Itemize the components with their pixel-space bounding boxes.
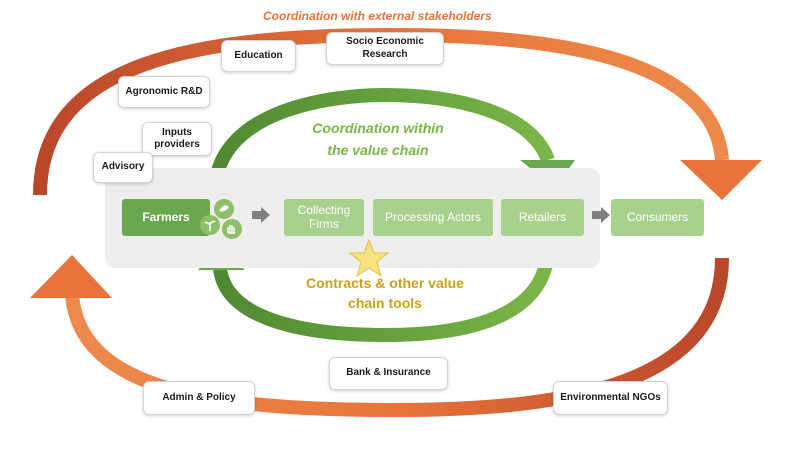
stakeholder-agronomic-rd: Agronomic R&D	[118, 76, 210, 108]
stakeholder-environmental-ngos: Environmental NGOs	[553, 381, 668, 415]
leaf-icon	[214, 199, 234, 219]
internal-title-line1: Coordination within	[312, 120, 444, 136]
socio-line2: Research	[362, 48, 408, 60]
star-icon	[349, 239, 389, 277]
collecting-line1: Collecting	[297, 202, 351, 217]
internal-coordination-title: Coordination within the value chain	[298, 117, 458, 162]
chain-farmers: Farmers	[122, 199, 210, 236]
stakeholder-education: Education	[221, 40, 296, 72]
stakeholder-admin-policy: Admin & Policy	[143, 381, 255, 415]
external-coordination-arrow-bottom	[30, 255, 729, 418]
inputs-line1: Inputs	[161, 126, 192, 138]
contracts-line2: chain tools	[348, 295, 422, 312]
chain-consumers: Consumers	[611, 199, 704, 236]
plant-icon	[200, 215, 220, 235]
internal-title-line2: the value chain	[327, 142, 429, 159]
stakeholder-advisory: Advisory	[93, 152, 153, 183]
contracts-line1: Contracts & other value	[306, 275, 464, 291]
inputs-line2: providers	[154, 139, 200, 150]
contracts-title: Contracts & other value chain tools	[290, 273, 480, 314]
external-coordination-title: Coordination with external stakeholders	[263, 9, 492, 23]
chain-arrow-retailers-to-consumers	[592, 207, 610, 223]
chain-processing-actors: Processing Actors	[373, 199, 493, 236]
collecting-line2: Firms	[308, 216, 339, 231]
chain-retailers: Retailers	[501, 199, 584, 236]
hand-icon	[222, 219, 242, 239]
stakeholder-bank-insurance: Bank & Insurance	[329, 357, 448, 390]
chain-arrow-farmers-to-collecting	[252, 207, 270, 223]
socio-line1: Socio Economic	[346, 36, 424, 47]
